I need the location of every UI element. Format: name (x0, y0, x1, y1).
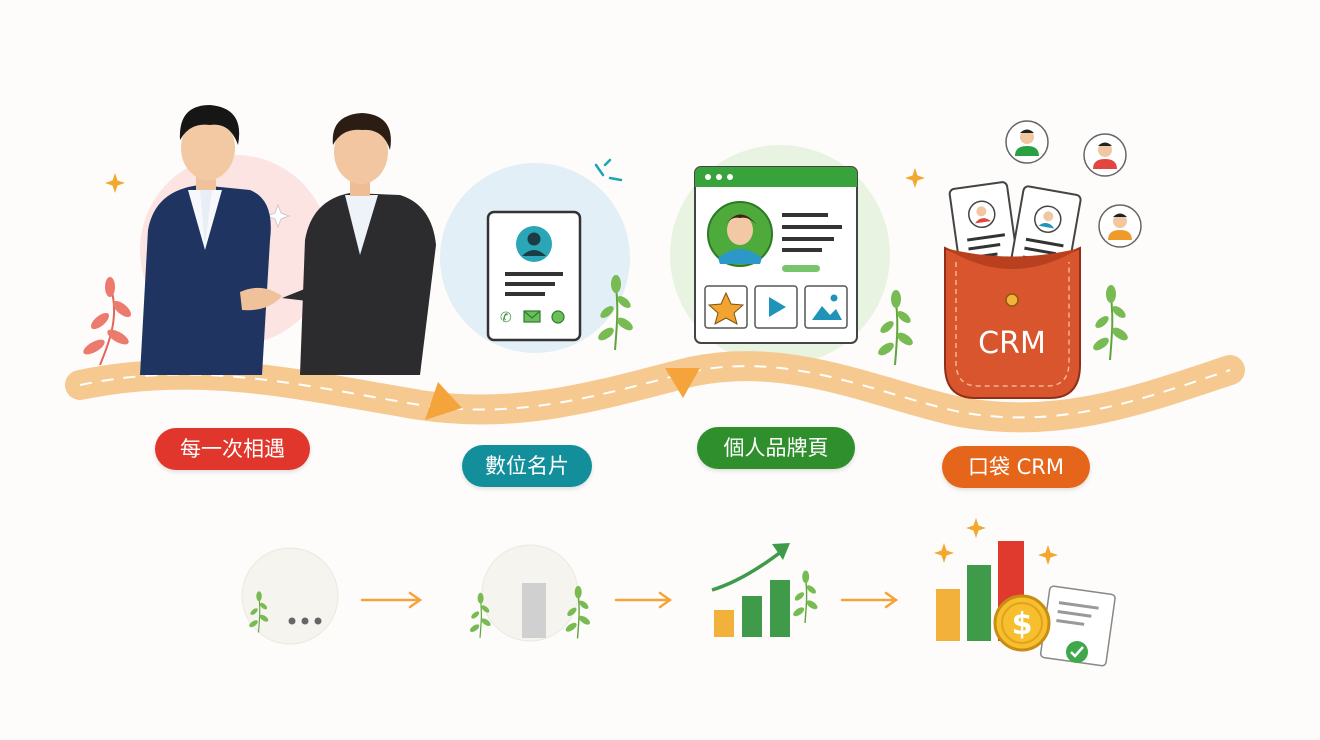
stage-label-encounter: 每一次相遇 (155, 428, 310, 470)
contact-avatar-icon (1098, 204, 1142, 248)
stage-label-brand-page: 個人品牌頁 (697, 427, 855, 469)
contact-avatar-icon (1083, 133, 1127, 177)
sparkle-icon (265, 203, 291, 229)
road-arrow-1 (425, 382, 462, 420)
stage-label-digital-card: 數位名片 (462, 445, 592, 487)
growth-arrow-2 (614, 591, 673, 609)
leaf-icon (1090, 284, 1131, 361)
pocket-crm-label: CRM (978, 326, 1046, 361)
pocket-crm-icon: CRM (944, 120, 1142, 399)
growth-arrow-1 (360, 591, 423, 609)
contact-avatar-icon (1005, 120, 1049, 164)
sparkle-icon (105, 173, 125, 193)
dots-placeholder-icon (241, 547, 339, 645)
handshake-people-icon (140, 105, 436, 375)
brand-page-window-icon (694, 166, 858, 344)
red-leaf-icon (80, 276, 135, 366)
digital-card-icon: ✆ (486, 158, 623, 342)
leaf-icon (875, 289, 916, 366)
revenue-bars-coin-icon: $ (934, 518, 1116, 667)
road-arrow-2 (665, 368, 700, 398)
rising-bars-icon (711, 543, 820, 637)
growth-arrow-3 (840, 591, 899, 609)
coin-symbol: $ (1012, 607, 1033, 642)
single-bar-icon (468, 544, 593, 642)
stage-label-pocket-crm: 口袋 CRM (942, 446, 1090, 488)
sparkle-icon (905, 168, 925, 188)
svg-text:✆: ✆ (500, 310, 512, 326)
